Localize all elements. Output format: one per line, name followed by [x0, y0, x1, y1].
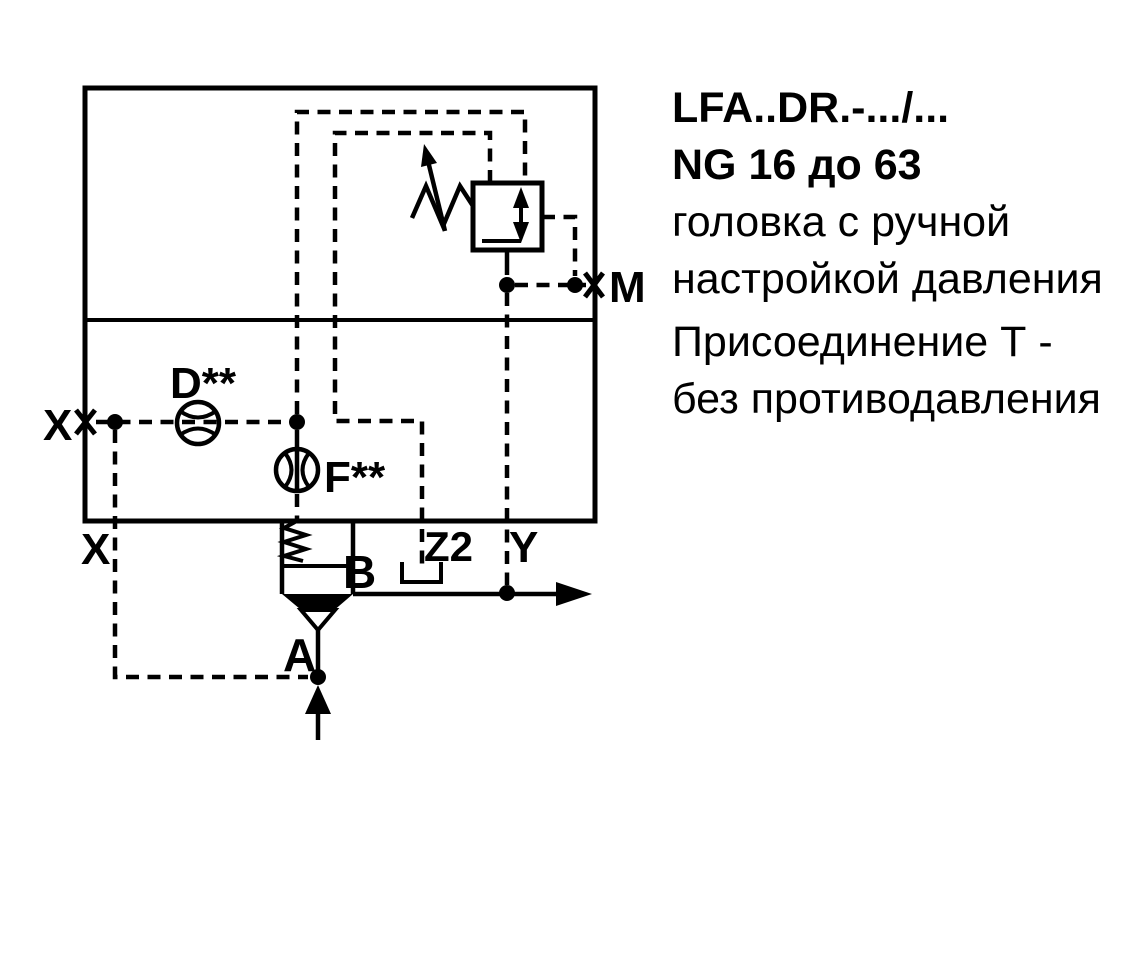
- poppet-seat: [296, 608, 340, 634]
- description-line-6: без противодавления: [672, 375, 1101, 423]
- orifice-d-circle: [174, 399, 222, 447]
- orifice-f-circle: [273, 446, 321, 494]
- port-a-label: A: [283, 629, 316, 681]
- orifice-f-label: F**: [324, 453, 386, 502]
- adjustment-arrow-shaft: [425, 160, 448, 232]
- orifice-d-arc-bottom: [178, 426, 218, 437]
- orifice-d-arc-top: [178, 409, 218, 420]
- junction-dot: [499, 585, 515, 601]
- pilot-line-outer: [294, 109, 528, 414]
- port-b-label: B: [343, 546, 376, 598]
- junction-dot: [499, 277, 515, 293]
- description-block: LFA..DR.-.../... NG 16 до 63 головка с р…: [672, 80, 1122, 428]
- junction-dot: [289, 414, 305, 430]
- description-line-5: Присоединение Т -: [672, 318, 1053, 366]
- relief-valve-body: [470, 180, 545, 253]
- z2-bracket: [400, 562, 443, 584]
- port-x-plug-icon: [74, 408, 97, 436]
- pilot-line-valve-drain: [542, 214, 578, 276]
- main-block-outline: [82, 85, 598, 524]
- size-range: NG 16 до 63: [672, 141, 922, 189]
- adjustment-arrow-icon: [421, 144, 437, 167]
- port-x-line-label: X: [81, 525, 110, 574]
- orifice-f-arc-right: [300, 451, 311, 489]
- junction-dot: [107, 414, 123, 430]
- outlet-arrow-icon: [556, 582, 592, 606]
- description-line-3: головка с ручной: [672, 198, 1011, 246]
- port-m-label: M: [609, 263, 646, 312]
- port-a-arrow-icon: [305, 685, 331, 714]
- relief-valve-arrow-up-icon: [513, 187, 529, 208]
- model-code: LFA..DR.-.../...: [672, 84, 950, 132]
- junction-dot: [567, 277, 583, 293]
- orifice-f-arc-left: [283, 451, 294, 489]
- orifice-d-symbol: [174, 399, 222, 447]
- port-x-label: X: [43, 401, 72, 450]
- pilot-line-inner-z2: [332, 130, 493, 572]
- orifice-d-label: D**: [170, 359, 237, 408]
- port-y-label: Y: [509, 523, 538, 572]
- description-line-4: настройкой давления: [672, 255, 1103, 303]
- junction-dot: [310, 669, 326, 685]
- poppet-spring: [276, 520, 313, 563]
- orifice-f-symbol: [273, 446, 321, 494]
- port-m-plug-icon: [583, 271, 605, 299]
- relief-valve: [409, 144, 545, 253]
- port-z2-label: Z2: [424, 523, 473, 570]
- main-poppet-cartridge: [276, 520, 356, 634]
- relief-valve-arrow-down-icon: [513, 222, 529, 243]
- pilot-line-x-to-a: [112, 430, 308, 680]
